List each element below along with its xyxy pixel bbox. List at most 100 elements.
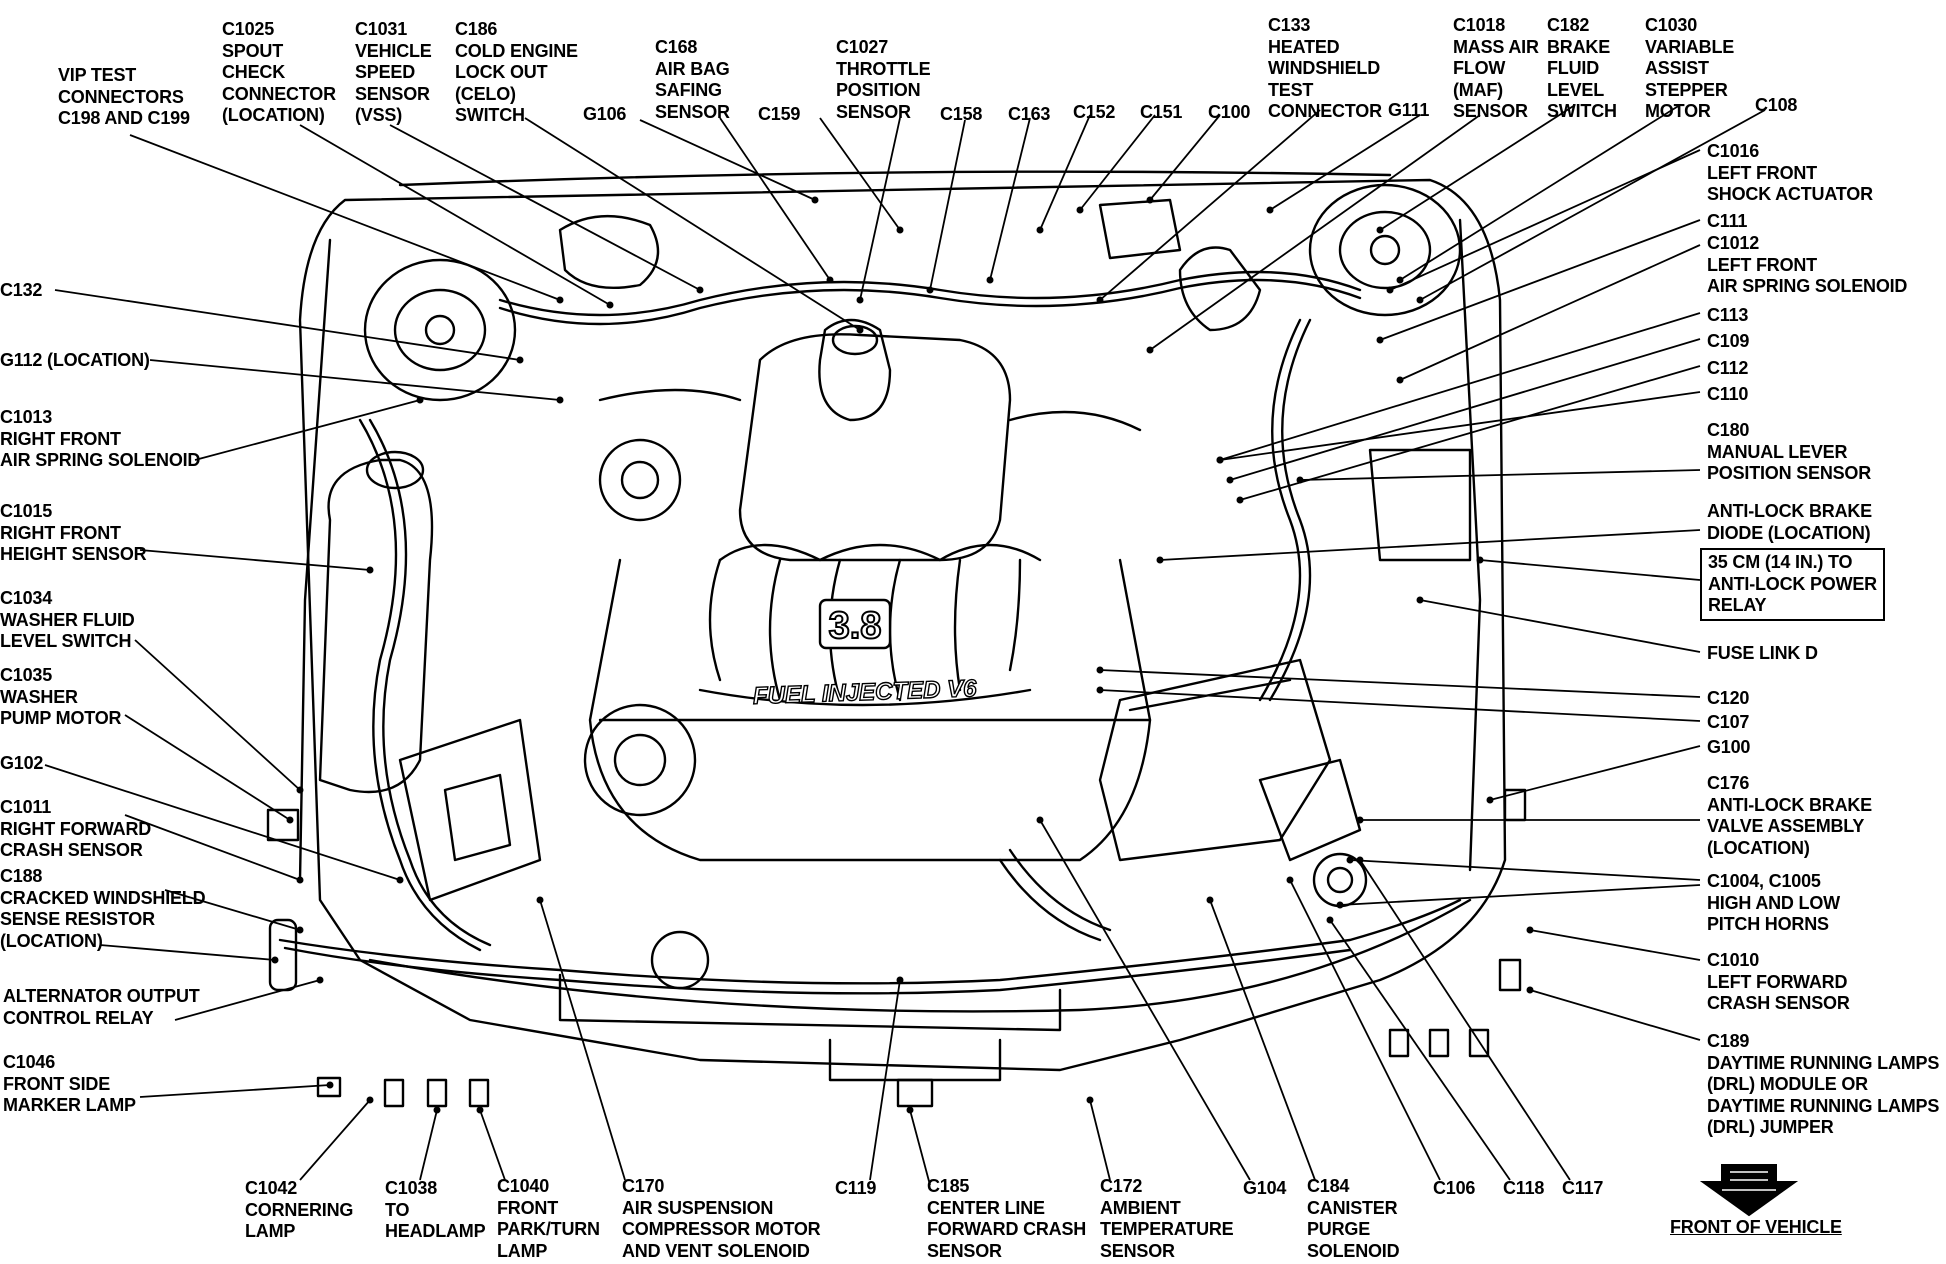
leader-endpoint: [476, 1106, 484, 1114]
engine-lettering: 3.8 FUEL INJECTED V6: [752, 598, 978, 711]
label-c118: C118: [1503, 1178, 1544, 1200]
leader-endpoint: [986, 276, 994, 284]
leader-line: [524, 117, 861, 331]
label-c158: C158: [940, 104, 982, 126]
label-line: (LOCATION): [0, 930, 103, 951]
leader-endpoint: [296, 786, 304, 794]
leader-line: [539, 899, 626, 1181]
leader-line: [1379, 219, 1701, 341]
label-line: C1042: [245, 1178, 298, 1198]
radiator-hose: [998, 858, 1102, 942]
label-line: C1015: [0, 501, 53, 521]
leader-lines: [44, 104, 1766, 1186]
label-line: STEPPER: [1645, 79, 1728, 100]
leader-line: [44, 764, 401, 881]
label-line: C132: [0, 280, 43, 300]
label-line: WINDSHIELD: [1268, 58, 1380, 78]
vacuum-line: [598, 388, 1142, 432]
label-line: AIR SUSPENSION: [622, 1197, 774, 1218]
label-line: ALTERNATOR OUTPUT: [3, 986, 200, 1006]
leader-line: [869, 979, 901, 1181]
label-line: LEFT FRONT: [1707, 162, 1817, 183]
leader-endpoint: [296, 926, 304, 934]
label-line: PURGE: [1307, 1219, 1371, 1239]
label-line: SENSOR: [836, 101, 911, 122]
label-c109: C109: [1707, 331, 1749, 353]
leader-endpoint: [1296, 476, 1304, 484]
label-line: C120: [1707, 688, 1750, 708]
label-line: G104: [1243, 1178, 1287, 1198]
fender-line-right: [298, 238, 332, 882]
label-line: C168: [655, 37, 698, 57]
label-line: C1004, C1005: [1707, 871, 1821, 891]
leader-line: [479, 1109, 506, 1181]
label-line: C163: [1008, 104, 1051, 124]
label-line: G106: [583, 104, 627, 124]
strut-tower-left: [1308, 183, 1462, 317]
leader-endpoint: [366, 1096, 374, 1104]
label-line: C198 AND C199: [58, 108, 190, 128]
leader-line: [819, 117, 901, 231]
label-line: RELAY: [1708, 595, 1767, 615]
label-line: SENSOR: [1453, 101, 1528, 121]
leader-endpoint: [556, 296, 564, 304]
wiring-harness-top: [498, 270, 1362, 317]
leader-endpoint: [286, 816, 294, 824]
leader-endpoint: [1086, 1096, 1094, 1104]
leader-line: [139, 1084, 331, 1098]
label-line: C152: [1073, 102, 1116, 122]
leader-line: [1269, 114, 1421, 211]
label-line: CHECK: [222, 62, 286, 82]
leader-line: [1399, 244, 1701, 381]
label-line: SENSOR: [355, 83, 430, 104]
label-line: C151: [1140, 102, 1183, 122]
leader-endpoint: [1386, 286, 1394, 294]
label-line: C111: [1707, 211, 1748, 231]
engine-displacement: 3.8: [829, 605, 882, 647]
label-line: C110: [1707, 384, 1749, 404]
label-g104: G104: [1243, 1178, 1286, 1200]
cowl-module: [1098, 198, 1182, 260]
label-line: FORWARD CRASH: [927, 1219, 1087, 1239]
label-line: CANISTER: [1307, 1197, 1398, 1218]
leader-line: [1329, 919, 1511, 1181]
label-line: ANTI-LOCK BRAKE: [1707, 794, 1872, 815]
washer-reservoir: [318, 458, 434, 794]
label-line: (DRL) JUMPER: [1707, 1117, 1834, 1137]
leader-line: [1489, 745, 1701, 801]
leader-endpoint: [1076, 206, 1084, 214]
label-c111: C111: [1707, 211, 1747, 233]
air-cleaner: [1098, 658, 1332, 862]
label-line: C170: [622, 1176, 665, 1196]
label-line: C1012: [1707, 233, 1760, 253]
label-line: (VSS): [355, 105, 403, 125]
leader-endpoint: [1146, 346, 1154, 354]
label-c152: C152: [1073, 102, 1115, 124]
label-line: SAFING: [655, 80, 722, 100]
leader-endpoint: [1416, 296, 1424, 304]
leader-endpoint: [1146, 196, 1154, 204]
label-line: C172: [1100, 1176, 1143, 1196]
label-line: HEIGHT SENSOR: [0, 544, 147, 564]
label-line: G102: [0, 753, 44, 773]
leader-line: [1419, 599, 1701, 653]
label-line: C159: [758, 104, 801, 124]
radiator-support: [368, 898, 1472, 1013]
leader-endpoint: [271, 956, 279, 964]
bumper-bracket: [828, 1038, 1002, 1082]
label-line: RIGHT FORWARD: [0, 818, 152, 839]
label-line: C182: [1547, 15, 1590, 35]
label-line: POSITION SENSOR: [1707, 463, 1872, 483]
